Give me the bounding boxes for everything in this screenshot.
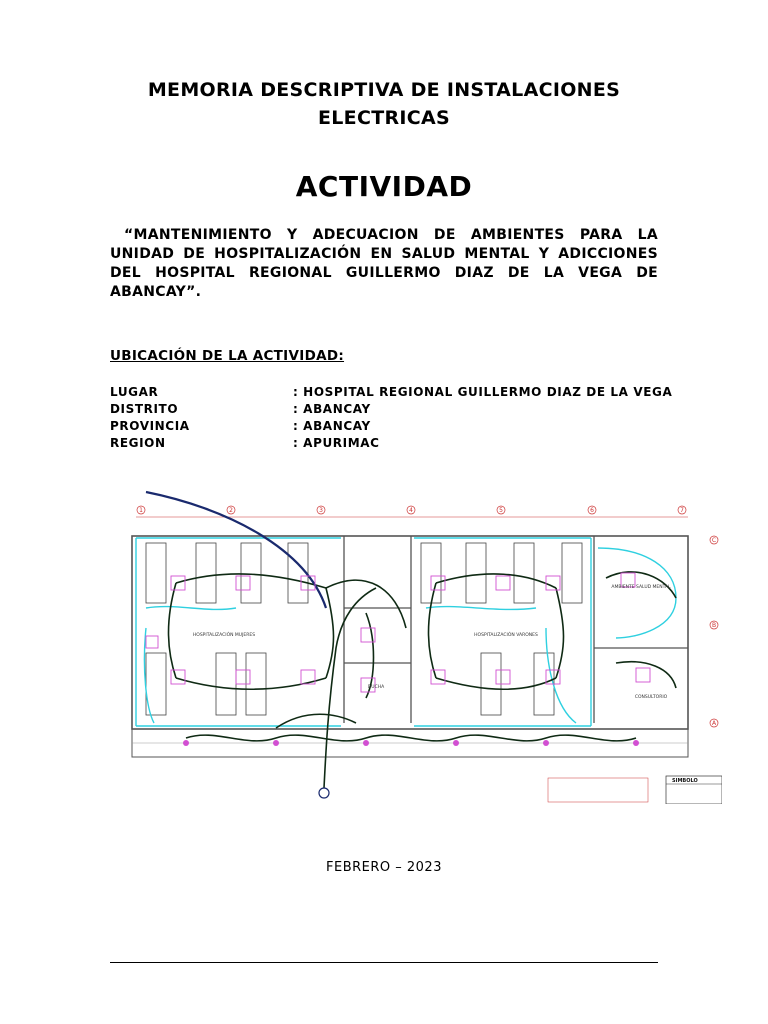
svg-text:4: 4 [409,507,413,514]
room-label: DUCHA [368,684,385,690]
main-feeder-line [145,490,328,609]
location-label: DISTRITO [110,402,179,416]
grid-bubble: 6 [587,505,597,515]
grid-bubble: 1 [136,505,146,515]
location-row-region: REGION : APURIMAC [110,436,672,453]
footer-rule [110,962,658,963]
svg-text:A: A [712,720,717,727]
section-heading: ACTIVIDAD [295,170,473,203]
light-fixtures [145,572,651,693]
conduit-routes [135,537,677,727]
grid-bubble: 7 [677,505,687,515]
legend-header: SIMBOLO [672,778,698,784]
grid-bubble: 4 [406,505,416,515]
grid-bubble: 2 [226,505,236,515]
location-value: : ABANCAY [293,402,371,416]
svg-text:C: C [712,537,716,544]
room-label: HOSPITALIZACIÓN MUJERES [193,631,255,638]
grid-axis-letters: C B A [709,535,719,728]
location-heading: UBICACIÓN DE LA ACTIVIDAD: [110,348,345,364]
location-value: : ABANCAY [293,419,371,433]
svg-text:B: B [712,622,716,629]
location-value: : HOSPITAL REGIONAL GUILLERMO DIAZ DE LA… [293,385,673,399]
svg-text:1: 1 [139,507,143,514]
grid-bubble: 5 [496,505,506,515]
location-label: LUGAR [110,385,159,399]
document-date: FEBRERO – 2023 [326,860,442,875]
svg-text:6: 6 [590,507,594,514]
svg-text:2: 2 [229,507,233,514]
location-row-provincia: PROVINCIA : ABANCAY [110,419,672,436]
document-title: MEMORIA DESCRIPTIVA DE INSTALACIONES ELE… [147,79,621,129]
room-label: CONSULTORIO [635,694,668,700]
svg-text:7: 7 [680,507,684,514]
electrical-floor-plan: 1 2 3 4 5 6 7 C B A [76,488,722,804]
location-row-lugar: LUGAR : HOSPITAL REGIONAL GUILLERMO DIAZ… [110,385,672,402]
location-label: REGION [110,436,166,450]
location-value: : APURIMAC [293,436,380,450]
location-label: PROVINCIA [110,419,190,433]
activity-description: “MANTENIMIENTO Y ADECUACION DE AMBIENTES… [110,227,658,300]
grid-bubble: A [709,718,719,728]
grid-axis-numbers: 1 2 3 4 5 6 7 [136,505,687,515]
grid-bubble: 3 [316,505,326,515]
room-label: HOSPITALIZACIÓN VARONES [474,631,538,638]
outlets [183,740,639,746]
branch-circuits [167,571,677,789]
svg-text:3: 3 [319,507,323,514]
location-row-distrito: DISTRITO : ABANCAY [110,402,672,419]
grid-bubble: B [709,620,719,630]
beds-top-row [145,542,583,604]
location-table: LUGAR : HOSPITAL REGIONAL GUILLERMO DIAZ… [110,385,672,453]
svg-text:5: 5 [499,507,503,514]
symbol-legend [665,775,722,804]
meter-icon [318,787,330,799]
room-label: AMBIENTE SALUD MENTAL [611,584,671,590]
grid-bubble: C [709,535,719,545]
